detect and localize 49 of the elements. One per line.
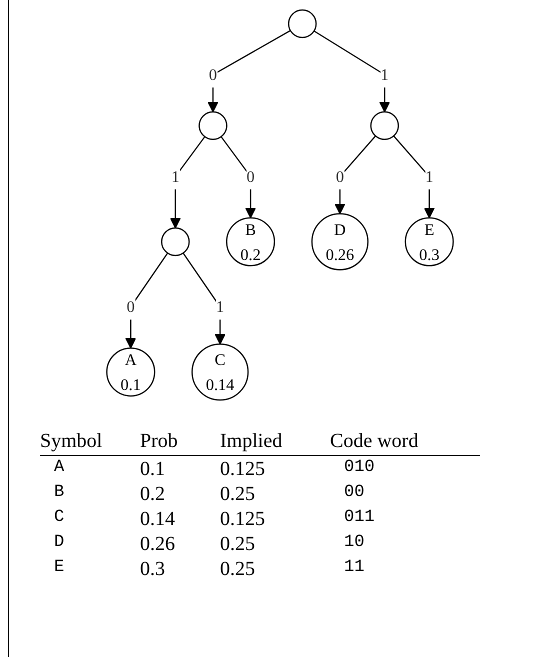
table-value: 0.2 <box>140 483 166 506</box>
node-circle <box>370 111 399 140</box>
table-value: 0.26 <box>140 533 176 556</box>
node-circle: A 0.1 <box>106 348 156 397</box>
table-value: 10 <box>343 533 366 554</box>
edge-label: 1 <box>171 166 180 186</box>
edge-label: 0 <box>208 65 218 84</box>
node-circle <box>288 9 317 38</box>
table-value: 11 <box>343 558 366 579</box>
edge-label: 0 <box>246 166 255 186</box>
table-value: 0.14 <box>140 508 176 531</box>
node-circle <box>198 111 228 140</box>
table-value: D <box>53 533 66 554</box>
node-circle: E 0.3 <box>404 217 454 266</box>
edge-label: 0 <box>126 297 135 316</box>
table-value: 00 <box>343 483 366 504</box>
table-value: 0.125 <box>220 458 266 481</box>
table-value: 010 <box>343 458 376 479</box>
edge-label: 1 <box>216 297 224 316</box>
arrow <box>170 136 206 228</box>
edge-label: 1 <box>380 65 389 84</box>
edge-label: 1 <box>425 166 434 186</box>
arrow <box>182 252 226 345</box>
node-circle: C 0.14 <box>191 343 249 401</box>
column-header: Prob <box>140 430 220 456</box>
table-value: E <box>53 558 66 579</box>
node-circle <box>161 227 190 256</box>
column-header: Code word <box>330 430 480 456</box>
column-header: Implied <box>220 430 330 456</box>
table-value: 0.25 <box>220 558 256 581</box>
arrow <box>220 136 256 218</box>
arrow <box>334 136 376 214</box>
table-value: 0.1 <box>140 458 166 481</box>
table-value: 0.3 <box>140 558 166 581</box>
table-value: A <box>53 458 66 479</box>
edge-label: 0 <box>336 166 344 186</box>
table-value: 0.25 <box>220 483 256 506</box>
table-value: 0.25 <box>220 533 256 556</box>
table-value: C <box>53 508 66 529</box>
node-circle: D 0.26 <box>311 213 369 270</box>
arrow <box>207 30 291 112</box>
arrow <box>125 252 168 349</box>
table-value: 011 <box>343 508 376 529</box>
arrow <box>393 136 435 218</box>
column-header: Symbol <box>40 430 140 456</box>
arrow <box>314 30 390 112</box>
node-circle: B 0.2 <box>226 217 276 266</box>
table-value: B <box>53 483 66 504</box>
table-value: 0.125 <box>220 508 266 531</box>
